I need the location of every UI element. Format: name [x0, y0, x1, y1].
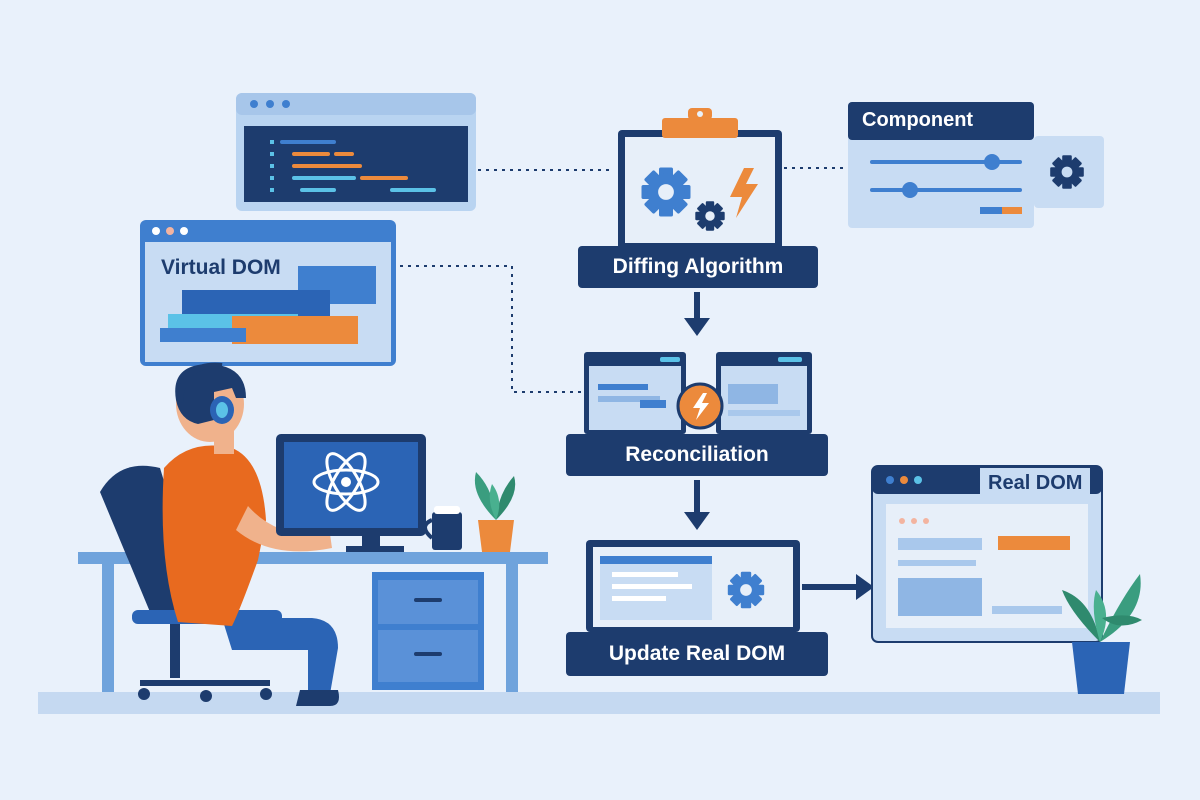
arrow-right-icon	[802, 574, 874, 600]
diffing-monitor	[618, 108, 782, 250]
update-label-bar	[566, 632, 828, 676]
virtual-dom-label: Virtual DOM	[161, 256, 281, 279]
plant-icon	[474, 472, 516, 552]
clipboard-icon	[662, 108, 738, 138]
real-dom-window	[871, 465, 1103, 643]
code-lines	[270, 140, 436, 192]
component-label: Component	[862, 109, 974, 131]
dotted-connectors	[400, 167, 850, 393]
update-monitor	[586, 540, 800, 632]
reconciliation-windows	[584, 352, 812, 434]
lightning-icon	[693, 393, 709, 420]
reconciliation-label-bar	[566, 434, 828, 476]
virtual-dom-window	[140, 220, 396, 366]
component-window	[848, 102, 1104, 228]
developer-person	[162, 362, 339, 706]
gear-icon	[695, 201, 725, 231]
headphones-icon	[177, 362, 234, 424]
code-editor-window	[236, 93, 476, 211]
plant-icon	[1062, 574, 1142, 694]
react-logo-icon	[312, 452, 380, 512]
developer-illustration	[78, 362, 548, 706]
mug-icon	[423, 506, 462, 550]
gear-icon	[1050, 155, 1084, 189]
diffing-label-bar	[578, 246, 818, 288]
arrow-down-icon	[684, 292, 710, 336]
lightning-icon	[730, 168, 758, 218]
monitor	[276, 434, 426, 552]
reconciliation-label: Reconciliation	[625, 443, 769, 466]
arrow-down-icon	[684, 480, 710, 530]
real-dom-label: Real DOM	[980, 468, 1091, 499]
gear-icon	[641, 167, 691, 217]
update-real-dom-label: Update Real DOM	[608, 642, 786, 665]
diffing-algorithm-label: Diffing Algorithm	[612, 255, 784, 278]
drawer-unit	[372, 572, 484, 690]
gear-icon	[727, 571, 765, 609]
